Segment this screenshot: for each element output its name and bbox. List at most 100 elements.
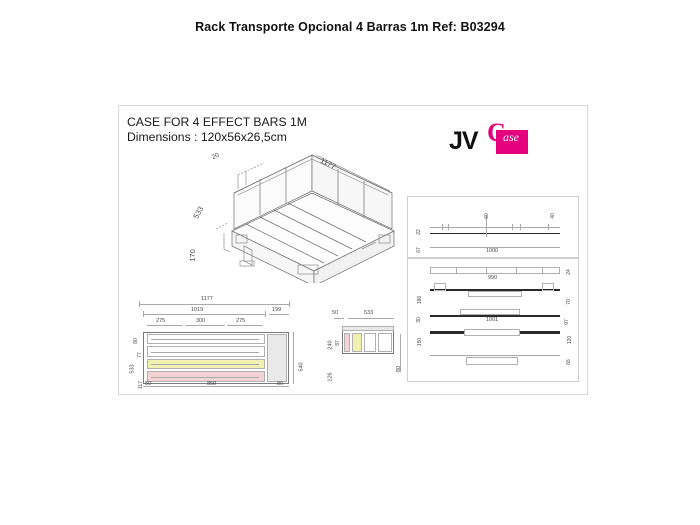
plan-detail-line-2	[151, 352, 259, 353]
bar-plan-div-1	[456, 267, 457, 274]
plan-dim-80-left: 80	[145, 381, 152, 387]
side-dim-87: 87	[334, 340, 341, 346]
right-panel: 1000 22 60 40 67 990 24 186 70	[407, 196, 579, 382]
logo-c-letter: C	[487, 118, 506, 147]
bar-elev-dim-40: 40	[549, 213, 556, 219]
bar-section-dim-66: 66	[565, 359, 572, 365]
side-dim-533: 533	[364, 310, 374, 316]
bar-bottom-foot-block	[466, 357, 518, 365]
plan-dimline-right	[293, 332, 294, 384]
bar-section-center-block	[468, 291, 522, 297]
bar-bottom-right-solid	[520, 331, 560, 334]
plan-outline	[143, 332, 289, 384]
plan-dimline-bottom	[143, 386, 289, 387]
side-dim-126: 126	[327, 372, 334, 382]
bar-plan-dim-70: 70	[565, 299, 572, 305]
plan-dimline-275b	[227, 325, 263, 326]
side-view: 50 533 240 87 126 80	[324, 306, 404, 390]
side-cell-1	[344, 333, 350, 352]
bar-elev-tick-2	[448, 224, 449, 230]
plan-dim-300: 300	[196, 318, 206, 324]
side-dim-240: 240	[327, 340, 334, 350]
bar-plan-section-view: 990 24 186 70 1001 30 97 150 120 66	[407, 258, 579, 382]
side-dimline-50	[334, 318, 344, 319]
plan-dim-left-117: 117	[137, 381, 144, 389]
bar-elev-tick-1	[442, 224, 443, 230]
bar-elev-dimline-1000	[430, 247, 560, 248]
product-title: CASE FOR 4 EFFECT BARS 1M	[127, 115, 307, 129]
bar-plan-dim-97: 97	[563, 319, 570, 325]
bar-plan-dim-30: 30	[415, 317, 422, 323]
bar-elev-tick-3	[512, 224, 513, 230]
bar-elev-top-line	[430, 227, 560, 228]
plan-dim-left-80: 80	[132, 338, 139, 344]
plan-dim-80-right: 80	[277, 381, 284, 387]
bar-elev-main-line	[430, 233, 560, 234]
side-lid-strip	[342, 326, 394, 331]
plan-dim-right-540: 540	[298, 362, 305, 372]
isometric-view: 20 1177 533 170	[188, 152, 419, 283]
plan-dim-1177: 1177	[201, 296, 213, 302]
bar-plan-dim-186: 186	[417, 295, 424, 305]
plan-dim-1019: 1019	[191, 307, 204, 313]
page-title: Rack Transporte Opcional 4 Barras 1m Ref…	[195, 20, 505, 34]
bar-elev-dim-67: 67	[415, 247, 422, 253]
side-dimline-right	[400, 334, 401, 372]
side-cell-4	[378, 333, 392, 352]
plan-dimline-1019	[143, 314, 265, 315]
plan-detail-line-1	[151, 339, 259, 340]
logo-magenta-box	[496, 130, 528, 154]
bar-plan-dim-990: 990	[488, 275, 498, 281]
plan-dimline-300	[185, 325, 225, 326]
bar-plan-div-3	[516, 267, 517, 274]
bar-elev-dim-1000: 1000	[486, 248, 499, 254]
plan-ext-right-2	[265, 311, 266, 317]
bar-section-dim-120: 120	[567, 335, 574, 345]
bar-plan-div-2	[486, 267, 487, 274]
jv-case-logo: JV C ase	[449, 118, 549, 158]
plan-right-block	[267, 334, 287, 382]
bar-section-end-left	[434, 283, 446, 291]
bar-section-end-right	[542, 283, 554, 291]
plan-dim-275-right: 275	[236, 318, 246, 324]
drawing-sheet: CASE FOR 4 EFFECT BARS 1M Dimensions : 1…	[118, 105, 588, 395]
side-dim-50: 50	[332, 310, 339, 316]
logo-jv-text: JV	[449, 127, 479, 155]
plan-ext-left-1	[139, 301, 140, 307]
bar-elev-dim-60: 60	[483, 213, 490, 219]
bar-plan-dim-1001: 1001	[486, 317, 499, 323]
bar-section-dim-150: 150	[417, 337, 424, 347]
plan-dim-199: 199	[272, 307, 282, 313]
bar-elev-center-mark	[486, 215, 487, 237]
bar-elev-dim-22: 22	[415, 229, 422, 235]
bar-bottom-baseline	[430, 355, 560, 356]
sheet-header-block: CASE FOR 4 EFFECT BARS 1M Dimensions : 1…	[127, 115, 307, 145]
bar-elevation-view: 1000 22 60 40 67	[407, 196, 579, 258]
side-cell-3	[364, 333, 376, 352]
side-dimline-533	[348, 318, 394, 319]
plan-dimline-275a	[147, 325, 183, 326]
product-dimensions-label: Dimensions : 120x56x26,5cm	[127, 129, 287, 144]
isometric-drawing	[215, 154, 395, 283]
plan-ext-right-1	[289, 301, 290, 307]
side-dim-80: 80	[396, 365, 403, 373]
side-cell-yellow	[352, 333, 362, 352]
bar-plan-div-4	[542, 267, 543, 274]
bar-lower-line	[430, 315, 560, 317]
plan-band-pink	[147, 371, 265, 382]
plan-dim-left-77: 77	[136, 352, 143, 358]
bar-bottom-left-solid	[430, 331, 464, 334]
bar-elev-tick-4	[520, 224, 521, 230]
logo-ase-text: ase	[503, 130, 519, 144]
bar-section-main-line	[430, 289, 560, 291]
plan-dimline-199	[269, 314, 289, 315]
bar-elev-tick-5	[548, 224, 549, 230]
plan-dimline-1177	[139, 304, 289, 305]
plan-view: 1177 1019 199 275 300 275 80 850 80	[129, 294, 309, 390]
bar-lower-block	[460, 309, 520, 315]
bar-plan-strip	[430, 267, 560, 274]
plan-dim-275-left: 275	[156, 318, 166, 324]
plan-detail-line-4	[151, 377, 259, 378]
iso-dim-height: 170	[187, 249, 197, 262]
plan-detail-line-3	[151, 364, 259, 365]
